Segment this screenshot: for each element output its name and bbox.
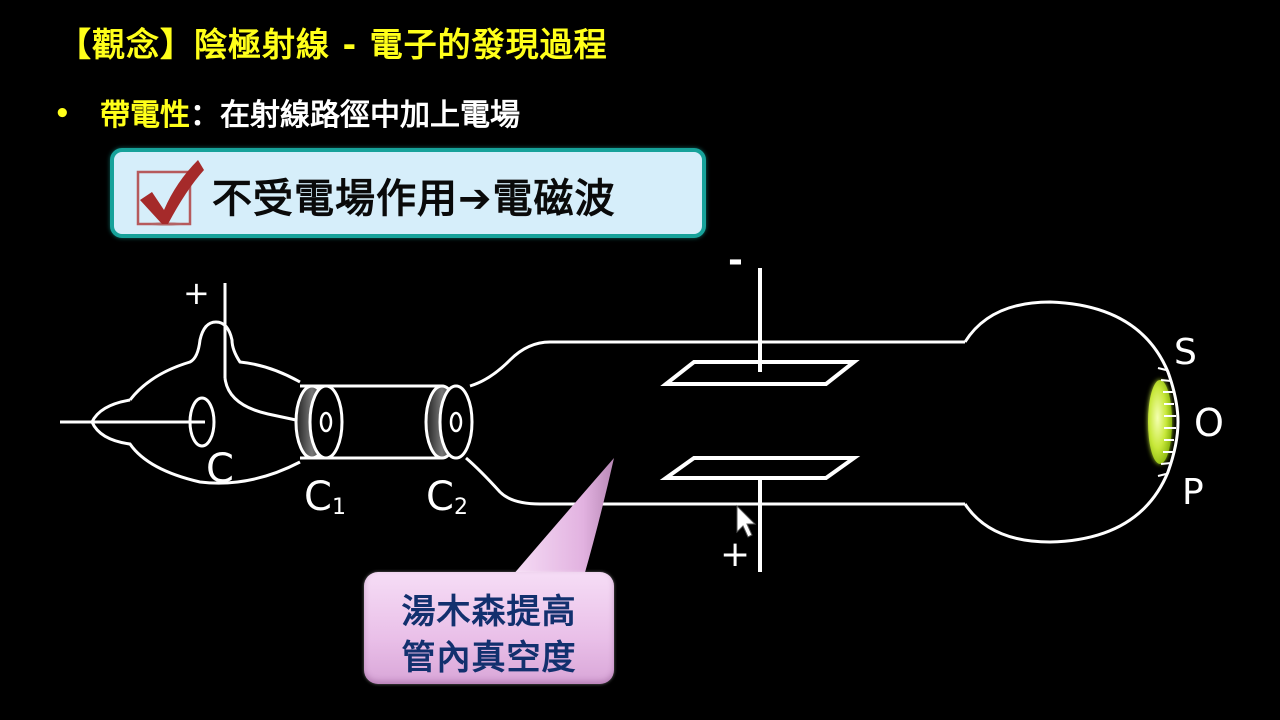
callout-line-1: 湯木森提高 (401, 592, 577, 632)
bottom-deflection-plate (659, 456, 861, 480)
cathode-bulb (90, 320, 301, 485)
top-plate-sign-label: - (728, 240, 743, 281)
collimator-c1-label: C1 (304, 474, 346, 520)
bullet-point: • 帶電性：在射線路徑中加上電場 (54, 90, 520, 134)
answer-text: 不受電場作用➔電磁波 (212, 176, 616, 222)
tube-body-bottom (465, 456, 965, 506)
mouse-cursor-icon (736, 504, 757, 538)
screen-scale-ticks (1157, 367, 1176, 477)
anode-wire-bend (223, 377, 297, 422)
checkmark-icon (136, 160, 204, 226)
tube-body-top (469, 340, 965, 388)
cathode-label: C (206, 446, 234, 492)
callout-box: 湯木森提高 管內真空度 (364, 572, 614, 684)
answer-box: 不受電場作用➔電磁波 (110, 148, 706, 238)
top-deflection-plate (660, 360, 860, 386)
screen-label-s: S (1174, 332, 1197, 373)
callout-line-2: 管內真空度 (401, 638, 577, 678)
bullet-marker: • (54, 99, 71, 129)
screen-label-o: O (1194, 401, 1224, 445)
anode-sign-label: + (183, 274, 210, 312)
screen-bulb (963, 300, 1180, 544)
screen-spot (1148, 380, 1172, 464)
callout-pointer (512, 458, 614, 576)
bullet-text: 在射線路徑中加上電場 (220, 98, 520, 133)
bullet-separator: ： (190, 98, 220, 133)
collimator-c2-label: C2 (426, 474, 468, 520)
bottom-plate-sign-label: + (720, 534, 750, 575)
screen-label-p: P (1182, 472, 1204, 513)
bullet-key: 帶電性 (100, 98, 190, 133)
slide-title: 【觀念】陰極射線 - 電子的發現過程 (58, 25, 608, 64)
